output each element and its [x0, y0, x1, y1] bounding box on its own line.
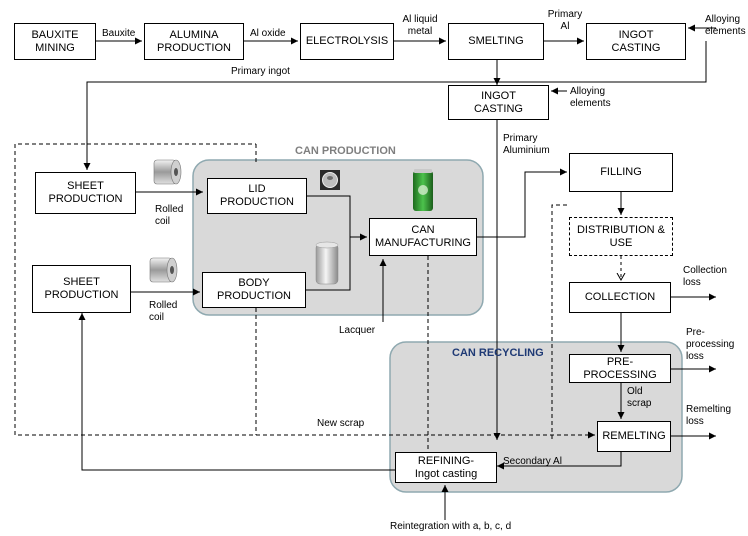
beverage-can-icon	[413, 169, 433, 211]
electrolysis-box: ELECTROLYSIS	[300, 23, 394, 60]
smelting-box: SMELTING	[448, 23, 544, 60]
coil-icon	[149, 257, 178, 283]
ingot-casting-top-box: INGOT CASTING	[586, 23, 686, 60]
bauxite-label: Bauxite	[102, 28, 136, 39]
new-scrap-label: New scrap	[317, 418, 365, 429]
rolled-coil-2-label: Rolled coil	[149, 300, 178, 323]
coil-icon	[153, 159, 182, 185]
al-oxide-label: Al oxide	[250, 28, 286, 39]
alloying-elements-mid-label: Alloying elements	[570, 86, 611, 109]
lacquer-label: Lacquer	[339, 325, 376, 336]
reintegration-label: Reintegration with a, b, c, d	[390, 521, 512, 532]
alloying-elements-top-label: Alloying elements	[705, 14, 746, 37]
remelting-box: REMELTING	[597, 421, 671, 452]
rolled-coil-1-label: Rolled coil	[155, 204, 184, 227]
refining-ingot-casting-box: REFINING- Ingot casting	[395, 452, 497, 483]
remelting-loss-label: Remelting loss	[686, 404, 732, 427]
body-production-box: BODY PRODUCTION	[202, 272, 306, 308]
sheet-production-1-box: SHEET PRODUCTION	[35, 172, 136, 214]
ingot-casting-mid-box: INGOT CASTING	[448, 85, 549, 120]
sheet-production-2-box: SHEET PRODUCTION	[32, 265, 131, 313]
bauxite-mining-box: BAUXITE MINING	[14, 23, 96, 60]
distribution-use-box: DISTRIBUTION & USE	[569, 217, 673, 256]
collection-box: COLLECTION	[569, 282, 671, 313]
can-body-icon	[315, 241, 339, 285]
collection-loss-label: Collection loss	[683, 265, 727, 288]
filling-box: FILLING	[569, 153, 673, 192]
primary-al-label: Primary Al	[547, 9, 583, 32]
old-scrap-label: Old scrap	[627, 386, 652, 409]
al-liquid-metal-label: Al liquid metal	[402, 14, 438, 37]
lid-icon	[320, 170, 340, 190]
pre-processing-loss-label: Pre- processing loss	[686, 327, 735, 362]
can-production-title: CAN PRODUCTION	[295, 145, 396, 157]
can-recycling-title: CAN RECYCLING	[452, 347, 544, 359]
primary-ingot-label: Primary ingot	[231, 66, 290, 77]
lid-production-box: LID PRODUCTION	[207, 178, 307, 214]
alumina-production-box: ALUMINA PRODUCTION	[144, 23, 244, 60]
pre-processing-box: PRE- PROCESSING	[569, 354, 671, 383]
primary-aluminium-label: Primary Aluminium	[503, 133, 550, 156]
can-manufacturing-box: CAN MANUFACTURING	[369, 218, 477, 256]
secondary-al-label: Secondary Al	[503, 456, 562, 467]
